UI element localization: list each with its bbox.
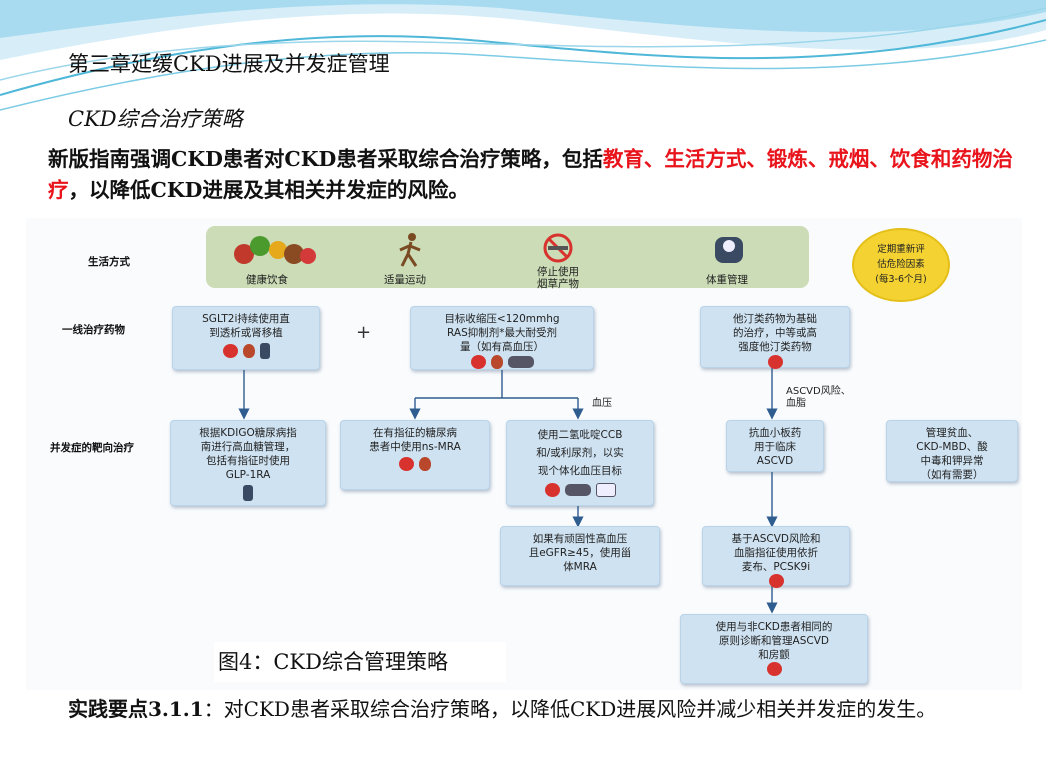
box-antiplatelet: 抗血小板药 用于临床 ASCVD [726,420,824,472]
intro-text-2: ，以降低CKD进展及其相关并发症的风险。 [68,178,469,202]
no-smoking-icon [543,233,573,263]
box-ccb-icons [513,483,647,497]
box-ascvd-af: 使用与非CKD患者相同的 原则诊断和管理ASCVD 和房颤 [680,614,868,684]
heart-icon [767,355,783,369]
row-label-lifestyle: 生活方式 [88,256,130,268]
branch-label-bp: 血压 [592,398,612,409]
box-ezetimibe-icons [709,574,843,588]
box-ras: 目标收缩压<120mmhg RAS抑制剂*最大耐受剂 量（如有高血压） [410,306,594,370]
plus-sign: + [356,322,372,343]
heart-icon [399,457,414,471]
practice-text: ：对CKD患者采取综合治疗策略，以降低CKD进展风险并减少相关并发症的发生。 [203,697,937,721]
exercise-icon [399,233,421,267]
lifestyle-item-diet: 健康饮食 [246,274,288,286]
box-ascvd-af-icons [687,662,861,676]
heart-icon [222,344,238,358]
box-steroid-mra-text: 如果有顽固性高血压 且eGFR≥45，使用甾 体MRA [528,533,632,573]
box-mra-text: 在有指征的糖尿病 患者中使用ns-MRA [369,427,461,453]
recheck-text: 定期重新评 估危险因素 (每3-6个月) [875,244,927,285]
recheck-circle: 定期重新评 估危险因素 (每3-6个月) [852,228,950,302]
heart-icon [470,355,486,369]
box-ascvd-af-text: 使用与非CKD患者相同的 原则诊断和管理ASCVD 和房颤 [715,621,833,661]
scale-icon [715,237,743,263]
lifestyle-item-no-tobacco: 停止使用 烟草产物 [537,266,579,290]
box-glucose: 根据KDIGO糖尿病指 南进行高血糖管理， 包括有指征时使用 GLP-1RA [170,420,326,506]
glucose-meter-icon [259,343,270,359]
box-statin-text: 他汀类药物为基础 的治疗，中等或高 强度他汀类药物 [733,313,817,353]
box-steroid-mra: 如果有顽固性高血压 且eGFR≥45，使用甾 体MRA [500,526,660,586]
box-ras-text: 目标收缩压<120mmhg RAS抑制剂*最大耐受剂 量（如有高血压） [444,313,560,353]
bp-cuff-icon [564,484,591,496]
box-sglt2-text: SGLT2i持续使用直 到透析或肾移植 [202,313,290,339]
food-icon [234,236,316,264]
monitor-icon [595,483,616,497]
box-mra: 在有指征的糖尿病 患者中使用ns-MRA [340,420,490,490]
box-ezetimibe-text: 基于ASCVD风险和 血脂指征使用依折 麦布、PCSK9i [731,533,821,573]
figure-caption: 图4：CKD综合管理策略 [214,642,506,682]
box-statin-icons [707,355,843,369]
box-mra-icons [347,457,483,471]
box-sglt2: SGLT2i持续使用直 到透析或肾移植 [172,306,320,370]
glucose-meter-icon [243,485,253,501]
row-label-complications: 并发症的靶向治疗 [50,442,134,454]
chapter-title: 第三章延缓CKD进展及并发症管理 [68,52,390,76]
box-anemia-text: 管理贫血、 CKD-MBD、酸 中毒和钾异常 （如有需要） [916,427,988,481]
section-title: CKD综合治疗策略 [68,107,243,131]
box-anemia: 管理贫血、 CKD-MBD、酸 中毒和钾异常 （如有需要） [886,420,1018,482]
box-glucose-text: 根据KDIGO糖尿病指 南进行高血糖管理， 包括有指征时使用 GLP-1RA [199,427,297,481]
box-sglt2-icons [179,343,313,359]
box-ccb-text: 使用二氢吡啶CCB 和/或利尿剂，以实 现个体化血压目标 [536,429,624,477]
box-ccb: 使用二氢吡啶CCB 和/或利尿剂，以实 现个体化血压目标 [506,420,654,506]
kidney-icon [242,344,255,358]
heart-icon [544,483,560,497]
practice-point: 实践要点3.1.1：对CKD患者采取综合治疗策略，以降低CKD进展风险并减少相关… [68,694,988,724]
branch-label-ascvd: ASCVD风险、 血脂 [786,386,851,409]
intro-paragraph: 新版指南强调CKD患者对CKD患者采取综合治疗策略，包括教育、生活方式、锻炼、戒… [48,144,1023,206]
box-ras-icons [417,355,587,369]
box-antiplatelet-text: 抗血小板药 用于临床 ASCVD [748,427,802,467]
kidney-icon [419,457,431,471]
lifestyle-item-weight: 体重管理 [706,274,748,286]
kidney-icon [490,355,503,369]
heart-icon [766,662,782,676]
practice-label: 实践要点3.1.1 [68,697,204,721]
box-statin: 他汀类药物为基础 的治疗，中等或高 强度他汀类药物 [700,306,850,369]
intro-text-1: 新版指南强调CKD患者对CKD患者采取综合治疗策略，包括 [48,147,603,171]
box-glucose-icons [177,485,319,501]
bp-cuff-icon [507,356,534,368]
row-label-first-line: 一线治疗药物 [62,324,125,336]
box-ezetimibe: 基于ASCVD风险和 血脂指征使用依折 麦布、PCSK9i [702,526,850,588]
lifestyle-item-exercise: 适量运动 [384,274,426,286]
heart-icon [768,574,784,588]
intro-highlight: 教育、生活方式、锻炼、戒烟、饮食和药物治疗 [48,147,1013,202]
